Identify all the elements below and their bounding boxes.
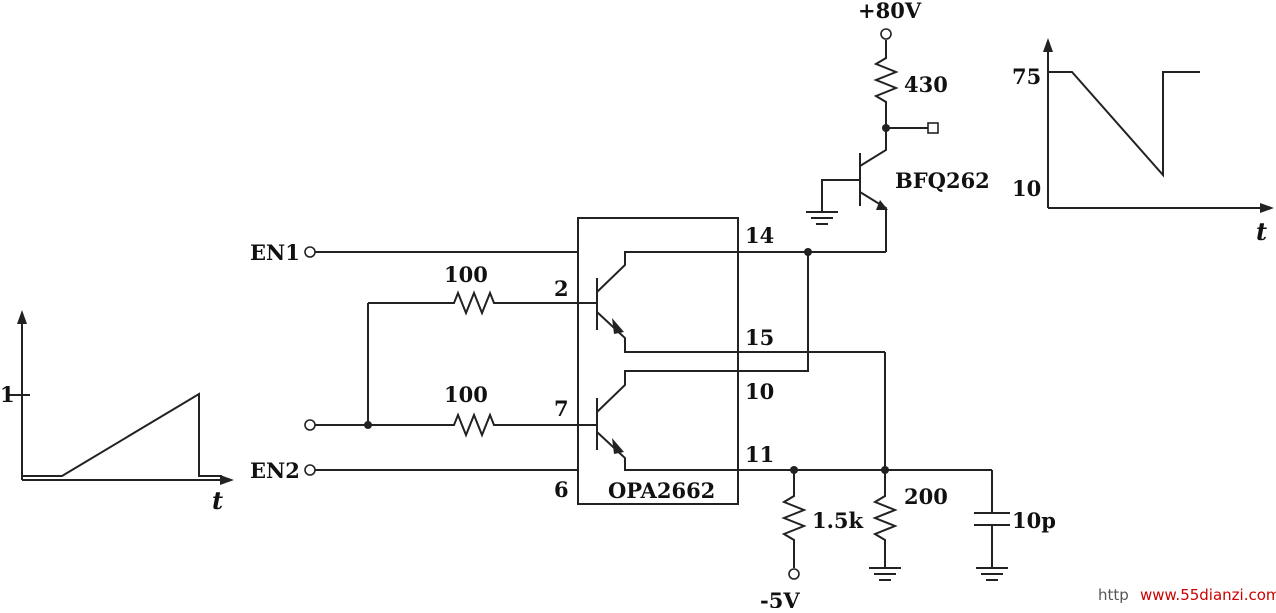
input-resistor-2-value: 100 [444,382,488,407]
input-resistor-1: 100 [444,262,578,316]
en2-label: EN2 [250,458,300,483]
en1-terminal [304,246,316,258]
output-graph-time-label: t [1256,217,1267,246]
pin-2-label: 2 [554,276,569,301]
en2-input: EN2 [250,458,578,483]
pos-supply-terminal [880,28,892,40]
output-bus [738,466,992,474]
input-ramp-waveform [22,392,222,477]
watermark: http www.55dianzi.com [1098,586,1276,604]
output-graph-x-arrow [1260,203,1274,213]
opa2662-chip [577,217,739,505]
input-graph-time-label: t [212,486,223,515]
pos-supply-label: +80V [858,0,922,23]
output-graph-y-arrow [1043,38,1053,52]
input-graph-tick-label: 1 [0,382,15,407]
input-graph-x-arrow [220,475,234,485]
internal-transistor-2 [578,370,738,471]
en2-terminal [304,464,316,476]
output-graph-low-label: 10 [1012,176,1041,201]
input-resistor-2: 100 [444,382,578,438]
ground-symbol-3 [806,211,838,225]
capacitor-10p: 10p [974,470,1056,581]
pin14-node [738,248,886,372]
bfq262-label: BFQ262 [895,168,990,193]
output-graph-high-label: 75 [1012,64,1041,89]
capacitor-value: 10p [1012,508,1056,533]
watermark-prefix: http [1098,586,1129,604]
ground-symbol-1 [869,567,901,581]
resistor-200-value: 200 [904,484,948,509]
pin-15-label: 15 [745,325,774,350]
output-waveform-graph: 75 10 t [1012,38,1274,246]
signal-input [304,302,448,431]
resistor-200: 200 [869,470,948,581]
collector-node [882,122,939,134]
resistor-430-value: 430 [904,72,948,97]
en1-input: EN1 [250,240,578,265]
resistor-1k5: 1.5k -5V [760,470,864,613]
internal-transistor-1 [578,251,885,353]
resistor-430: 430 +80V [858,0,948,128]
input-graph-y-arrow [17,310,27,324]
input-resistor-1-value: 100 [444,262,488,287]
output-ramp-waveform [1048,71,1200,178]
signal-input-terminal [304,419,316,431]
pin-10-label: 10 [745,379,774,404]
pin-14-label: 14 [745,223,774,248]
input-waveform-graph: 1 t [0,310,234,515]
pin-11-label: 11 [745,442,774,467]
resistor-1k5-value: 1.5k [812,508,864,533]
bfq262-transistor: BFQ262 [806,128,990,252]
output-terminal [927,122,939,134]
watermark-site: www.55dianzi.com [1140,586,1276,604]
pin-6-label: 6 [554,477,569,502]
chip-label: OPA2662 [608,478,715,503]
neg-supply-label: -5V [760,588,800,608]
ground-symbol-2 [976,567,1008,581]
pin-7-label: 7 [554,396,569,421]
neg-supply-terminal [788,568,800,580]
en1-label: EN1 [250,240,300,265]
